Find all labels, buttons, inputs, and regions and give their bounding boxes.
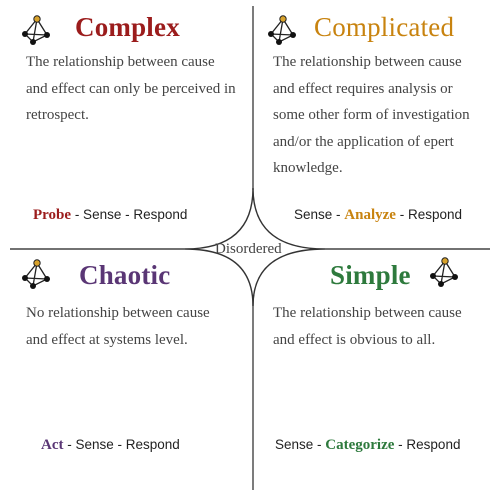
simple-title: Simple — [330, 260, 411, 290]
network-graph-icon — [22, 15, 50, 45]
complicated-action-key: Analyze — [344, 207, 396, 223]
complex-action-rest: - Sense - Respond — [71, 207, 188, 222]
complex-title: Complex — [75, 12, 180, 42]
chaotic-description: No relationship between cause and effect… — [26, 305, 210, 348]
complicated-title: Complicated — [314, 12, 455, 42]
simple-action: Sense - Categorize - Respond — [275, 437, 460, 454]
disordered-label: Disordered — [215, 241, 282, 257]
disordered-region — [184, 187, 326, 307]
simple-action-key: Categorize — [325, 437, 395, 453]
network-graph-icon — [430, 257, 458, 287]
complex-action-key: Probe — [33, 207, 72, 223]
complicated-action: Sense - Analyze - Respond — [294, 207, 462, 224]
chaotic-action-key: Act — [41, 437, 64, 453]
network-graph-icon — [268, 15, 296, 45]
chaotic-title: Chaotic — [79, 260, 171, 290]
chaotic-action: Act - Sense - Respond — [41, 437, 180, 454]
complex-description: The relationship between cause and effec… — [26, 54, 236, 123]
network-graph-icon — [22, 259, 50, 289]
complicated-action-rest: - Respond — [395, 207, 462, 222]
simple-action-rest: - Respond — [394, 437, 461, 452]
complicated-action-pre: Sense - — [294, 207, 345, 222]
simple-action-pre: Sense - — [275, 437, 326, 452]
complicated-description: The relationship between cause and effec… — [273, 54, 470, 176]
simple-description: The relationship between cause and effec… — [273, 305, 462, 348]
complex-action: Probe - Sense - Respond — [33, 207, 187, 224]
chaotic-action-rest: - Sense - Respond — [63, 437, 180, 452]
